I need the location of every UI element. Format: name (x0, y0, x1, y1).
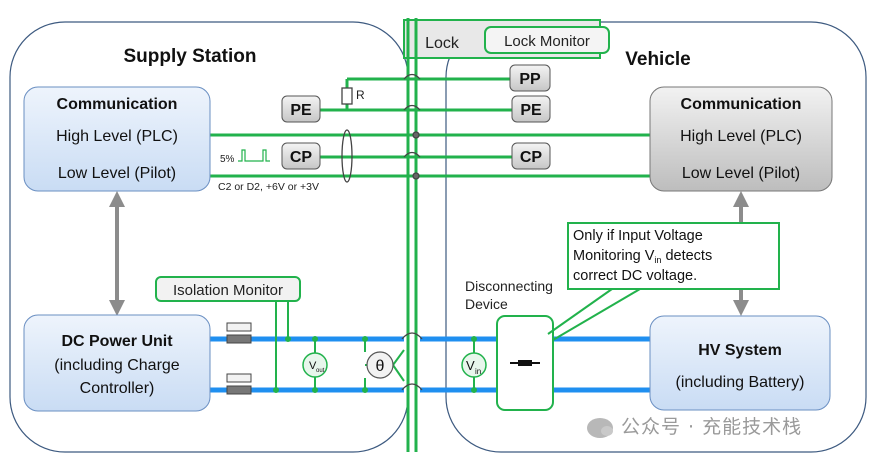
note-pointer-2 (552, 288, 641, 341)
pp-right-label: PP (519, 71, 541, 88)
vehicle-title: Vehicle (625, 49, 691, 70)
cp-right-label: CP (520, 149, 543, 166)
supply-comm-low: Low Level (Pilot) (58, 165, 176, 182)
cp-right: CP (511, 142, 551, 170)
hv-system-box (649, 315, 831, 411)
disconnect-switch-body (518, 360, 532, 366)
crossover-arcs (341, 73, 421, 183)
cp-left-label: CP (290, 149, 313, 166)
pilot-note: C2 or D2, +6V or +3V (218, 181, 319, 193)
note-line2-post: detects (661, 248, 712, 264)
disconnect-line1: Disconnecting (465, 278, 553, 294)
dc-power-line3: Controller) (80, 380, 155, 397)
hv-title: HV System (698, 342, 782, 359)
pp-right: PP (509, 64, 551, 92)
signal-lines (190, 18, 660, 452)
vout-sub: out (316, 368, 325, 374)
lock-monitor-label: Lock Monitor (504, 33, 590, 50)
resistor (341, 87, 353, 105)
note-line1: Only if Input Voltage (573, 228, 703, 244)
pwm-waveform (238, 149, 270, 162)
pe-left: PE (281, 95, 321, 123)
supply-station-title: Supply Station (124, 46, 257, 67)
wechat-icon (587, 417, 613, 438)
lock-monitor-box (484, 26, 610, 54)
pe-right-label: PE (520, 102, 542, 119)
note-box (567, 222, 780, 290)
note-line2: Monitoring Vin detects (573, 248, 712, 265)
dc-power-unit-box (23, 314, 211, 412)
resistor-label: R (356, 88, 365, 102)
isolation-monitor-box (155, 276, 301, 302)
theta-meter: θ (366, 351, 394, 379)
pwm-label: 5% (220, 154, 235, 165)
vin-sub: in (475, 367, 481, 376)
watermark-text: 公众号 · 充能技术栈 (621, 416, 803, 438)
lock-label: Lock (425, 35, 460, 52)
pe-left-label: PE (290, 102, 312, 119)
note-line3: correct DC voltage. (573, 268, 697, 284)
theta-label: θ (376, 358, 385, 375)
vehicle-outline (445, 21, 867, 453)
dc-crossover-arcs (401, 332, 423, 391)
dc-power-line1: DC Power Unit (61, 333, 173, 350)
vin-meter: V in (461, 352, 487, 378)
vehicle-comm-title: Communication (681, 96, 802, 113)
disconnect-line2: Device (465, 296, 508, 312)
note-line2-pre: Monitoring V (573, 248, 655, 264)
vin-main: V (466, 358, 475, 373)
dc-power-line2: (including Charge (54, 357, 180, 374)
watermark: 公众号 · 充能技术栈 (587, 412, 802, 439)
pe-right: PE (511, 95, 551, 123)
note-line2-sub: in (654, 255, 661, 265)
vout-meter: V out (302, 352, 328, 378)
hv-sub: (including Battery) (676, 374, 805, 391)
note-pointer (547, 288, 613, 335)
vout-main: V (309, 360, 317, 372)
vehicle-comm-high: High Level (PLC) (680, 128, 802, 145)
vehicle-comm-low: Low Level (Pilot) (682, 165, 800, 182)
contactor-bottom (226, 373, 252, 395)
cp-left: CP (281, 142, 321, 170)
isolation-monitor-label: Isolation Monitor (173, 282, 283, 299)
supply-comm-title: Communication (57, 96, 178, 113)
contactor-top (226, 322, 252, 344)
supply-comm-high: High Level (PLC) (56, 128, 178, 145)
